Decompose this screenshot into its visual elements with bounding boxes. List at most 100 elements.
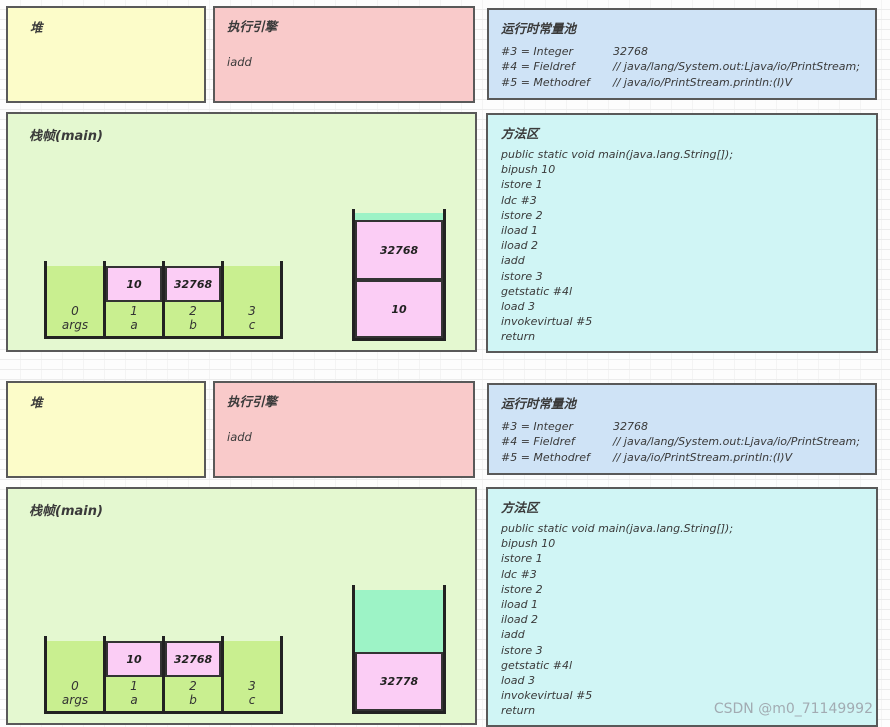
constant-desc: // java/io/PrintStream.println:(I)V (613, 75, 793, 89)
constant-ref: #4 = Fieldref (501, 435, 575, 449)
bytecode-line: load 3 (501, 300, 536, 314)
execution-engine-title: 执行引擎 (227, 19, 278, 34)
local-label: 2 b (165, 304, 221, 336)
local-index: 3 (248, 304, 256, 318)
operand-stack-free-space (355, 590, 443, 652)
method-area-title: 方法区 (501, 500, 539, 515)
local-label: 3 c (224, 679, 280, 711)
local-index: 1 (130, 304, 138, 318)
constant-ref: #3 = Integer (501, 420, 573, 433)
method-area-box-1: 方法区 public static void main(java.lang.St… (486, 113, 878, 353)
constant-desc: 32768 (613, 45, 648, 58)
execution-engine-box-1: 执行引擎 iadd (213, 6, 475, 103)
bytecode-line: public static void main(java.lang.String… (501, 522, 734, 535)
local-slot-0: 0 args (47, 261, 106, 336)
local-value: 10 (106, 266, 162, 302)
local-label: 0 args (47, 304, 103, 336)
constant-pool-title: 运行时常量池 (501, 396, 577, 411)
constant-pool-title: 运行时常量池 (501, 21, 577, 36)
bytecode-line: getstatic #4l (501, 284, 573, 298)
bytecode-line: istore 2 (501, 582, 543, 596)
local-label: 0 args (47, 679, 103, 711)
stack-frame-title: 栈帧(main) (29, 129, 103, 144)
local-index: 3 (248, 679, 256, 693)
execution-engine-title: 执行引擎 (227, 394, 278, 409)
local-value: 32768 (165, 266, 221, 302)
constant-pool-entry: #4 = Fieldref // java/lang/System.out:Lj… (501, 59, 875, 74)
bytecode-listing: public static void main(java.lang.String… (488, 516, 876, 719)
bytecode-line: invokevirtual #5 (501, 315, 593, 329)
local-variable-table: 0 args 10 1 a 32768 2 b 3 c (44, 261, 283, 339)
constant-ref: #5 = Methodref (501, 450, 590, 464)
engine-current-instruction: iadd (227, 55, 252, 69)
local-label: 2 b (165, 679, 221, 711)
heap-box-2: 堆 (6, 381, 206, 478)
local-variable-table: 0 args 10 1 a 32768 2 b 3 c (44, 636, 283, 714)
constant-pool-entry: #3 = Integer 32768 (501, 419, 875, 434)
bytecode-line: bipush 10 (501, 537, 556, 551)
bytecode-line: istore 1 (501, 178, 543, 192)
operand-stack: 32768 10 (352, 209, 446, 341)
bytecode-line: ldc #3 (501, 193, 537, 207)
constant-pool-entries: #3 = Integer 32768 #4 = Fieldref // java… (489, 37, 875, 90)
local-index: 1 (130, 679, 138, 693)
heap-title: 堆 (30, 395, 43, 410)
bytecode-line: istore 1 (501, 552, 543, 566)
operand-stack-free-space (355, 213, 443, 220)
constant-pool-entries: #3 = Integer 32768 #4 = Fieldref // java… (489, 412, 875, 465)
local-label: 1 a (106, 679, 162, 711)
operand-stack: 32778 (352, 585, 446, 714)
local-value (47, 641, 103, 677)
constant-pool-entry: #4 = Fieldref // java/lang/System.out:Lj… (501, 434, 875, 449)
bytecode-listing: public static void main(java.lang.String… (488, 142, 876, 345)
local-index: 2 (189, 304, 197, 318)
bytecode-line: bipush 10 (501, 163, 556, 177)
local-name: args (61, 692, 89, 707)
local-label: 1 a (106, 304, 162, 336)
engine-current-instruction: iadd (227, 430, 252, 444)
runtime-constant-pool-box-1: 运行时常量池 #3 = Integer 32768 #4 = Fieldref … (487, 8, 877, 100)
local-name: b (189, 692, 197, 707)
bytecode-line: iload 1 (501, 224, 539, 238)
constant-pool-entry: #3 = Integer 32768 (501, 44, 875, 59)
stack-frame-title: 栈帧(main) (29, 504, 103, 519)
bytecode-line: ldc #3 (501, 567, 537, 581)
bytecode-line: invokevirtual #5 (501, 689, 593, 703)
bytecode-line: return (501, 330, 536, 344)
operand-stack-value: 32778 (355, 652, 443, 711)
local-name: args (61, 317, 89, 332)
bytecode-line: public static void main(java.lang.String… (501, 148, 734, 161)
local-name: b (189, 317, 197, 332)
local-slot-1: 10 1 a (106, 261, 165, 336)
constant-ref: #5 = Methodref (501, 75, 590, 89)
bytecode-line: return (501, 704, 536, 718)
constant-pool-entry: #5 = Methodref // java/io/PrintStream.pr… (501, 75, 875, 90)
bytecode-line: load 3 (501, 674, 536, 688)
local-value (224, 266, 280, 302)
csdn-watermark: CSDN @m0_71149992 (713, 701, 873, 717)
local-value (47, 266, 103, 302)
local-value: 32768 (165, 641, 221, 677)
constant-desc: // java/lang/System.out:Ljava/io/PrintSt… (613, 60, 860, 74)
local-slot-1: 10 1 a (106, 636, 165, 711)
local-name: a (130, 317, 138, 332)
bytecode-line: getstatic #4l (501, 658, 573, 672)
stack-frame-panel-2: 栈帧(main) 0 args 10 1 a 32768 2 b (6, 487, 477, 725)
bytecode-line: istore 3 (501, 269, 543, 283)
local-slot-3: 3 c (224, 636, 280, 711)
constant-pool-entry: #5 = Methodref // java/io/PrintStream.pr… (501, 450, 875, 465)
bytecode-line: iload 2 (501, 239, 539, 253)
heap-title: 堆 (30, 20, 43, 35)
bytecode-line: iadd (501, 254, 525, 268)
local-slot-2: 32768 2 b (165, 636, 224, 711)
bytecode-line: iload 1 (501, 598, 539, 612)
operand-stack-value: 32768 (355, 220, 443, 280)
local-label: 3 c (224, 304, 280, 336)
local-slot-3: 3 c (224, 261, 280, 336)
local-name: a (130, 692, 138, 707)
constant-desc: // java/io/PrintStream.println:(I)V (613, 450, 793, 464)
bytecode-line: istore 2 (501, 208, 543, 222)
constant-ref: #4 = Fieldref (501, 60, 575, 74)
local-index: 0 (71, 679, 79, 693)
runtime-constant-pool-box-2: 运行时常量池 #3 = Integer 32768 #4 = Fieldref … (487, 383, 877, 475)
